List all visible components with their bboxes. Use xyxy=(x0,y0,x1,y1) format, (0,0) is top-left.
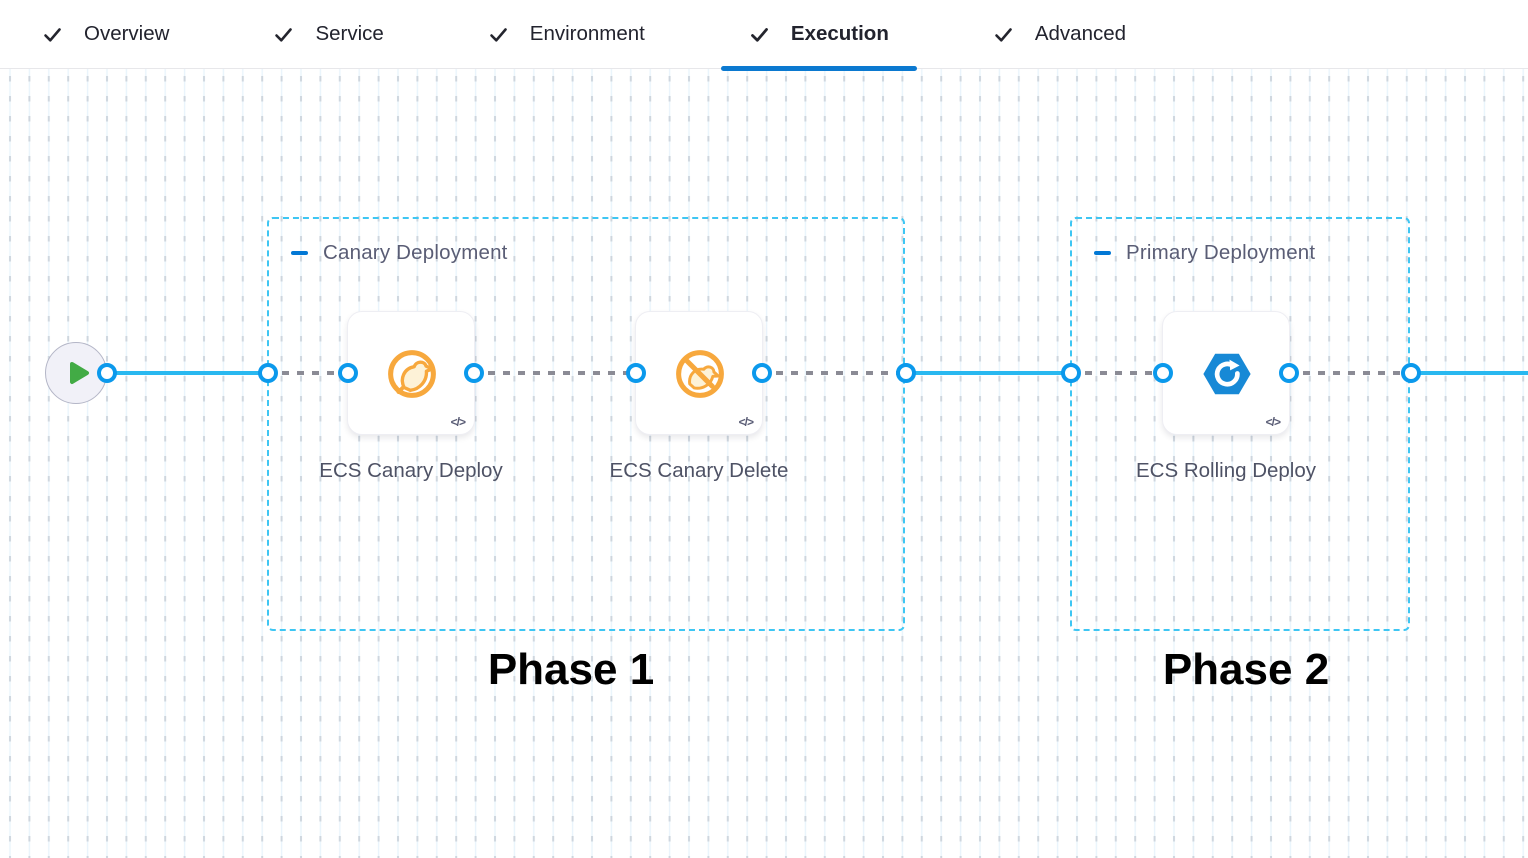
ecs-canary-deploy-icon xyxy=(388,350,436,398)
connector-node[interactable] xyxy=(751,363,772,383)
check-icon xyxy=(44,27,61,42)
code-icon: </> xyxy=(738,415,754,429)
check-icon xyxy=(489,27,507,42)
pipeline-start-node[interactable] xyxy=(45,342,107,404)
tab-advanced[interactable]: Advanced xyxy=(965,0,1154,68)
step-label: ECS Rolling Deploy xyxy=(1135,459,1317,482)
connector-node[interactable] xyxy=(1400,363,1421,383)
code-icon: </> xyxy=(450,415,466,429)
tab-label: Execution xyxy=(790,22,889,45)
step-label: ECS Canary Delete xyxy=(609,459,789,482)
connector-line xyxy=(104,371,267,375)
tab-label: Advanced xyxy=(1034,22,1127,45)
group-title: Canary Deployment xyxy=(323,241,508,264)
execution-graph-canvas[interactable]: Canary Deployment Primary Deployment xyxy=(0,69,1528,858)
tab-label: Service xyxy=(315,22,384,45)
tab-label: Overview xyxy=(84,22,170,45)
connector-node[interactable] xyxy=(895,363,916,383)
connector-node[interactable] xyxy=(463,363,484,383)
tab-environment[interactable]: Environment xyxy=(460,0,673,68)
collapse-icon[interactable] xyxy=(1094,251,1111,255)
group-header-canary-deployment: Canary Deployment xyxy=(291,241,508,265)
check-icon xyxy=(275,27,293,42)
tab-execution[interactable]: Execution xyxy=(720,0,917,71)
connector-node[interactable] xyxy=(96,363,117,383)
tab-overview[interactable]: Overview xyxy=(14,0,197,68)
connector-line xyxy=(905,371,1070,375)
phase-1-annotation: Phase 1 xyxy=(487,645,655,694)
connector-node[interactable] xyxy=(1278,363,1299,383)
connector-node[interactable] xyxy=(257,363,278,383)
code-icon: </> xyxy=(1265,415,1281,429)
collapse-icon[interactable] xyxy=(291,251,308,255)
check-icon xyxy=(995,27,1012,42)
play-icon xyxy=(70,362,89,384)
connector-node[interactable] xyxy=(625,363,646,383)
step-card-ecs-rolling-deploy[interactable]: </> xyxy=(1162,311,1290,435)
group-header-primary-deployment: Primary Deployment xyxy=(1094,241,1315,265)
tab-label: Environment xyxy=(529,22,645,45)
step-group-primary-deployment[interactable] xyxy=(1070,217,1410,631)
connector-node[interactable] xyxy=(337,363,358,383)
ecs-canary-delete-icon xyxy=(676,350,724,398)
phase-2-annotation: Phase 2 xyxy=(1162,645,1330,694)
check-icon xyxy=(750,27,768,42)
step-card-ecs-canary-delete[interactable]: </> xyxy=(635,311,763,435)
stage-tabbar: Overview Service Environment Execution A… xyxy=(0,0,1528,71)
connector-line-dashed xyxy=(1070,371,1162,375)
step-label: ECS Canary Deploy xyxy=(319,459,503,482)
connector-node[interactable] xyxy=(1152,363,1173,383)
connector-line-dashed xyxy=(267,371,348,375)
ecs-rolling-deploy-icon xyxy=(1203,353,1251,395)
step-group-canary-deployment[interactable] xyxy=(267,217,905,631)
step-card-ecs-canary-deploy[interactable]: </> xyxy=(347,311,475,435)
tab-service[interactable]: Service xyxy=(245,0,411,68)
connector-line-dashed xyxy=(1288,371,1410,375)
grid-background xyxy=(0,69,1528,858)
group-title: Primary Deployment xyxy=(1126,241,1316,264)
connector-line-dashed xyxy=(761,371,905,375)
connector-line-dashed xyxy=(473,371,635,375)
connector-line xyxy=(1410,371,1528,375)
connector-node[interactable] xyxy=(1060,363,1081,383)
